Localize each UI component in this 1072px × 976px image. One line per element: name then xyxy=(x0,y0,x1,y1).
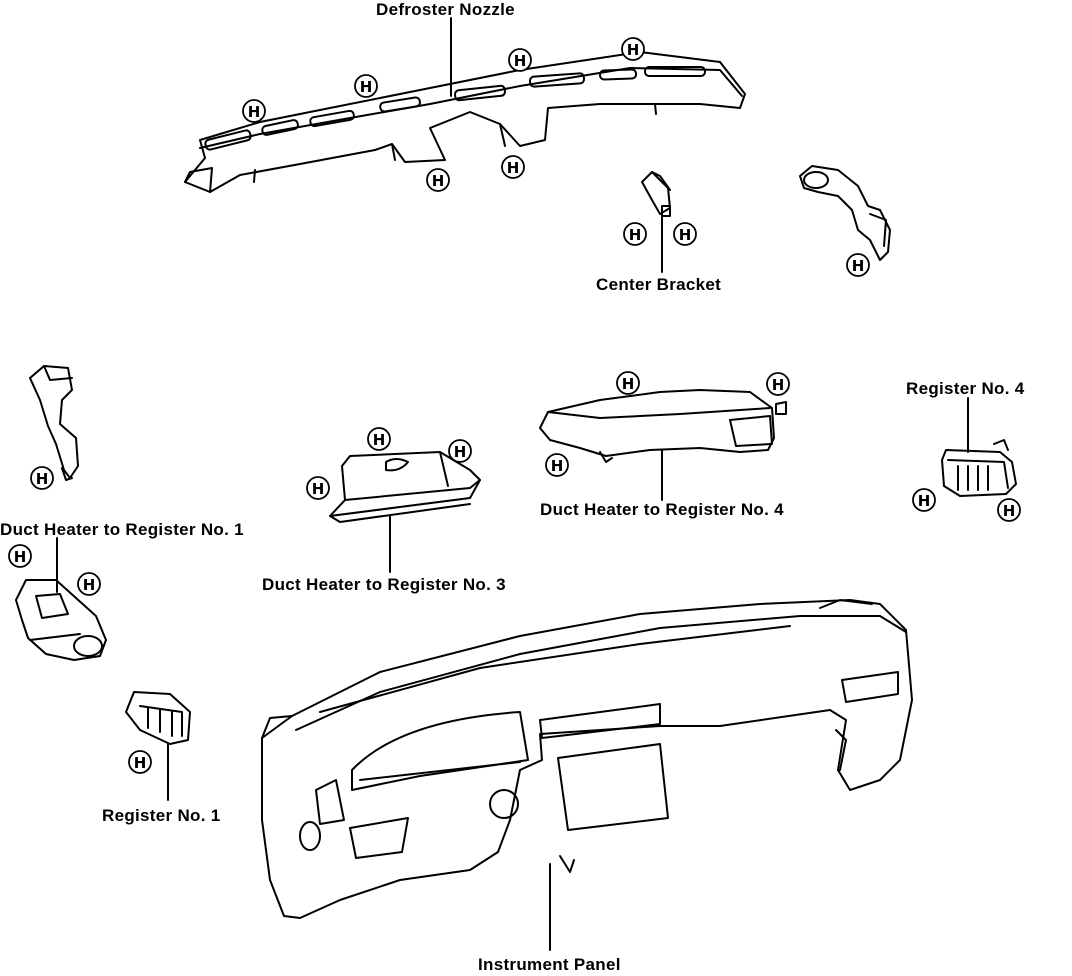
fastener-h-marker: H xyxy=(623,222,647,246)
svg-text:H: H xyxy=(134,754,147,772)
svg-text:H: H xyxy=(622,375,635,393)
duct-heater-reg4 xyxy=(539,389,787,463)
fastener-h-marker: H xyxy=(621,37,645,61)
fastener-h-marker: H xyxy=(508,48,532,72)
fastener-h-marker: H xyxy=(77,572,101,596)
fastener-h-marker: H xyxy=(846,253,870,277)
svg-text:H: H xyxy=(514,52,527,70)
svg-text:H: H xyxy=(772,376,785,394)
duct-heater-reg1 xyxy=(15,579,107,661)
svg-text:H: H xyxy=(14,548,27,566)
duct-heater-reg3 xyxy=(329,451,481,523)
fastener-h-marker: H xyxy=(616,371,640,395)
fastener-h-marker: H xyxy=(997,498,1021,522)
svg-text:H: H xyxy=(852,257,865,275)
fastener-h-marker: H xyxy=(501,155,525,179)
fastener-h-marker: H xyxy=(354,74,378,98)
center-bracket xyxy=(641,171,671,217)
fastener-h-marker: H xyxy=(545,453,569,477)
label-duct-heater-reg4: Duct Heater to Register No. 4 xyxy=(540,500,784,519)
label-instrument-panel: Instrument Panel xyxy=(478,955,621,974)
fastener-h-marker: H xyxy=(30,466,54,490)
left-upper-duct xyxy=(29,365,79,481)
svg-text:H: H xyxy=(312,480,325,498)
register-no1 xyxy=(125,691,191,745)
svg-text:H: H xyxy=(627,41,640,59)
instrument-panel xyxy=(261,599,913,919)
fastener-h-marker: H xyxy=(673,222,697,246)
svg-text:H: H xyxy=(248,103,261,121)
fastener-h-marker: H xyxy=(448,439,472,463)
fastener-h-marker: H xyxy=(242,99,266,123)
svg-text:H: H xyxy=(679,226,692,244)
fastener-h-marker: H xyxy=(912,488,936,512)
fastener-h-marker: H xyxy=(8,544,32,568)
label-duct-heater-reg1: Duct Heater to Register No. 1 xyxy=(0,520,244,539)
register-no4 xyxy=(941,439,1017,497)
svg-text:H: H xyxy=(629,226,642,244)
svg-text:H: H xyxy=(918,492,931,510)
fastener-h-marker: H xyxy=(766,372,790,396)
label-center-bracket: Center Bracket xyxy=(596,275,722,294)
fastener-h-marker: H xyxy=(306,476,330,500)
svg-text:H: H xyxy=(360,78,373,96)
svg-text:H: H xyxy=(83,576,96,594)
svg-text:H: H xyxy=(1003,502,1016,520)
label-register-no1: Register No. 1 xyxy=(102,806,221,825)
label-register-no4: Register No. 4 xyxy=(906,379,1025,398)
fastener-h-marker: H xyxy=(426,168,450,192)
svg-text:H: H xyxy=(507,159,520,177)
svg-text:H: H xyxy=(373,431,386,449)
svg-text:H: H xyxy=(454,443,467,461)
right-side-duct xyxy=(799,165,891,261)
svg-text:H: H xyxy=(551,457,564,475)
fastener-h-marker: H xyxy=(367,427,391,451)
defroster-nozzle xyxy=(184,51,746,193)
label-duct-heater-reg3: Duct Heater to Register No. 3 xyxy=(262,575,506,594)
svg-text:H: H xyxy=(432,172,445,190)
svg-text:H: H xyxy=(36,470,49,488)
label-defroster-nozzle: Defroster Nozzle xyxy=(376,0,515,19)
fastener-h-marker: H xyxy=(128,750,152,774)
